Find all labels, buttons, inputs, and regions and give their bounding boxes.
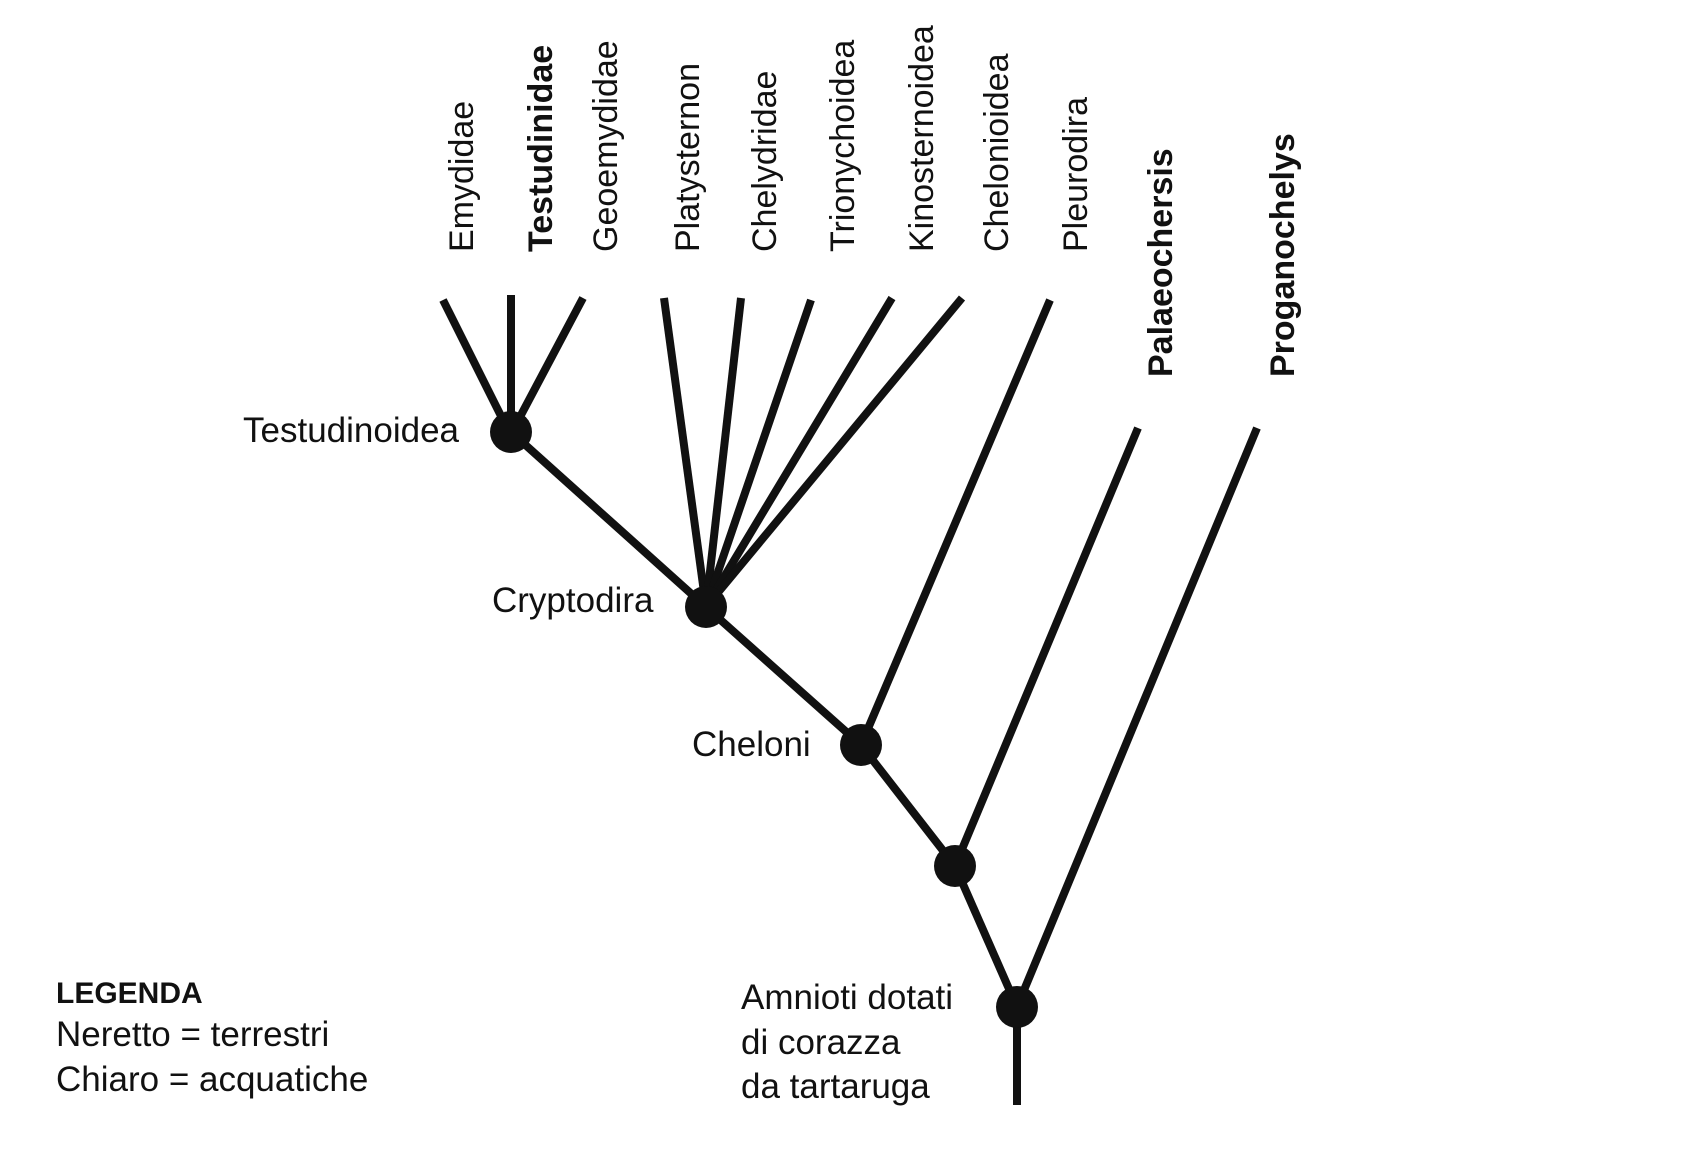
branch-kinosternoidea [702,295,896,610]
node-root [996,986,1038,1028]
legend-line-light: Chiaro = acquatiche [56,1060,368,1099]
branch-palaeochersis [951,426,1142,868]
node-label-testudinoidea: Testudinoidea [243,411,460,450]
branch-cryptodira-stem [703,604,864,748]
branch-pleurodira [857,298,1054,747]
nodes [490,411,1038,1028]
node-label-cryptodira: Cryptodira [492,581,654,620]
node-cheloni [840,724,882,766]
node-labels: Testudinoidea Cryptodira Cheloni Amnioti… [243,411,953,1106]
branch-inner-stem [951,864,1021,1009]
node-cryptodira [685,586,727,628]
taxon-label-kinosternoidea: Kinosternoidea [903,25,941,252]
branch-platysternon [660,297,710,608]
branch-cheloni-stem [857,742,959,869]
taxon-label-testudinidae: Testudinidae [522,45,560,252]
taxon-label-chelydridae: Chelydridae [746,71,784,252]
node-label-root-line2: di corazza [741,1023,901,1062]
node-label-root-line3: da tartaruga [741,1067,930,1106]
branch-trionychoidea [702,298,815,609]
node-label-cheloni: Cheloni [692,725,811,764]
legend: LEGENDA Neretto = terrestri Chiaro = acq… [56,977,368,1099]
branches [439,295,1261,1105]
taxon-label-emydidae: Emydidae [443,101,481,252]
node-label-root-line1: Amnioti dotati [741,978,953,1017]
taxon-label-chelonioidea: Chelonioidea [978,53,1016,252]
taxon-labels: Emydidae Testudinidae Geoemydidae Platys… [443,25,1302,377]
taxon-label-trionychoidea: Trionychoidea [824,40,862,252]
taxon-label-platysternon: Platysternon [669,63,707,252]
branch-emydidae [439,298,513,434]
taxon-label-proganochelys: Proganochelys [1264,133,1302,377]
branch-chelonioidea [702,295,966,610]
branch-chelydridae [702,297,745,608]
legend-line-bold: Neretto = terrestri [56,1015,329,1054]
taxon-label-palaeochersis: Palaeochersis [1142,148,1180,377]
node-testudinoidea [490,411,532,453]
branch-geoemydidae [508,296,587,434]
node-palaeochersis-split [934,845,976,887]
branch-testudinoidea-stem [508,429,709,610]
taxon-label-geoemydidae: Geoemydidae [587,40,625,252]
taxon-label-pleurodira: Pleurodira [1057,97,1095,252]
legend-title: LEGENDA [56,977,203,1010]
branch-proganochelys [1013,426,1261,1009]
